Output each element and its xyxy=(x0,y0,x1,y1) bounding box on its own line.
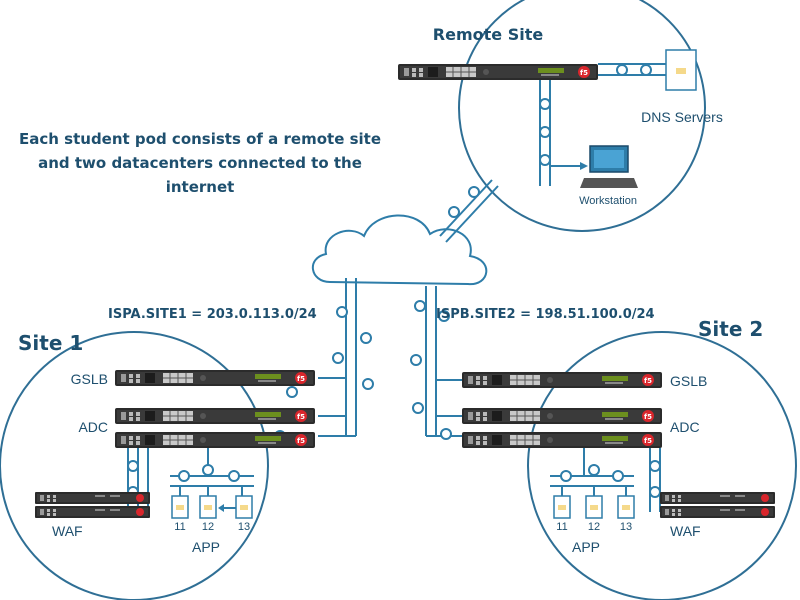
site2-name: Site 2 xyxy=(698,317,763,341)
site1-gslb-label: GSLB xyxy=(71,371,108,387)
isp-b-label: ISPB.SITE2 = 198.51.100.0/24 xyxy=(436,307,655,322)
site1-app-links xyxy=(170,448,254,512)
site2-gslb-device xyxy=(461,371,663,389)
remote-site-title: Remote Site xyxy=(433,25,544,44)
site2-app-links xyxy=(550,448,634,496)
remote-site-router xyxy=(397,63,599,81)
site2-adc-label: ADC xyxy=(670,419,700,435)
site2-server-12-label: 12 xyxy=(588,521,600,533)
dns-servers-label: DNS Servers xyxy=(641,109,723,125)
site1-uplink xyxy=(274,278,374,442)
site2-uplink xyxy=(410,286,462,440)
site2-server-12-icon xyxy=(585,495,603,519)
site1-server-11-label: 11 xyxy=(174,521,185,533)
site2-waf-device-2 xyxy=(660,506,775,518)
site2-app-label: APP xyxy=(572,539,600,555)
description-line-1: Each student pod consists of a remote si… xyxy=(19,130,381,148)
site1-server-11-icon xyxy=(171,495,189,519)
site1-server-12-label: 12 xyxy=(202,521,214,533)
dns-server-icon xyxy=(665,49,697,91)
site1-name: Site 1 xyxy=(18,331,83,355)
site2-adc-device-1 xyxy=(461,407,663,425)
site2-circle xyxy=(527,331,797,600)
site2-server-11-icon xyxy=(553,495,571,519)
site1-adc-device-1 xyxy=(114,407,316,425)
remote-site-circle xyxy=(458,0,706,232)
remote-uplink xyxy=(439,179,499,243)
site2-server-11-label: 11 xyxy=(556,521,567,533)
site1-adc-label: ADC xyxy=(78,419,108,435)
site1-gslb-device xyxy=(114,369,316,387)
workstation-icon xyxy=(580,145,638,188)
site1-waf-device-1 xyxy=(35,492,150,504)
site2-waf-label: WAF xyxy=(670,523,701,539)
description-line-3: internet xyxy=(166,178,235,196)
site2-gslb-label: GSLB xyxy=(670,373,707,389)
site1-server-13-icon xyxy=(235,495,253,519)
site1-waf-label: WAF xyxy=(52,523,83,539)
site1-app-label: APP xyxy=(192,539,220,555)
site2-waf-device-1 xyxy=(660,492,775,504)
site2-server-13-label: 13 xyxy=(620,521,632,533)
description-line-2: and two datacenters connected to the xyxy=(38,154,362,172)
site1-circle xyxy=(0,331,269,600)
site1-waf-device-2 xyxy=(35,506,150,518)
site2-waf-links xyxy=(649,448,661,512)
site1-adc-device-2 xyxy=(114,431,316,449)
isp-a-label: ISPA.SITE1 = 203.0.113.0/24 xyxy=(108,307,317,322)
remote-site-links xyxy=(539,63,666,186)
site2-adc-device-2 xyxy=(461,431,663,449)
site1-server-13-label: 13 xyxy=(238,521,250,533)
workstation-label: Workstation xyxy=(579,195,637,207)
site1-server-12-icon xyxy=(199,495,217,519)
site1-waf-links xyxy=(127,448,149,516)
site2-server-13-icon xyxy=(617,495,635,519)
